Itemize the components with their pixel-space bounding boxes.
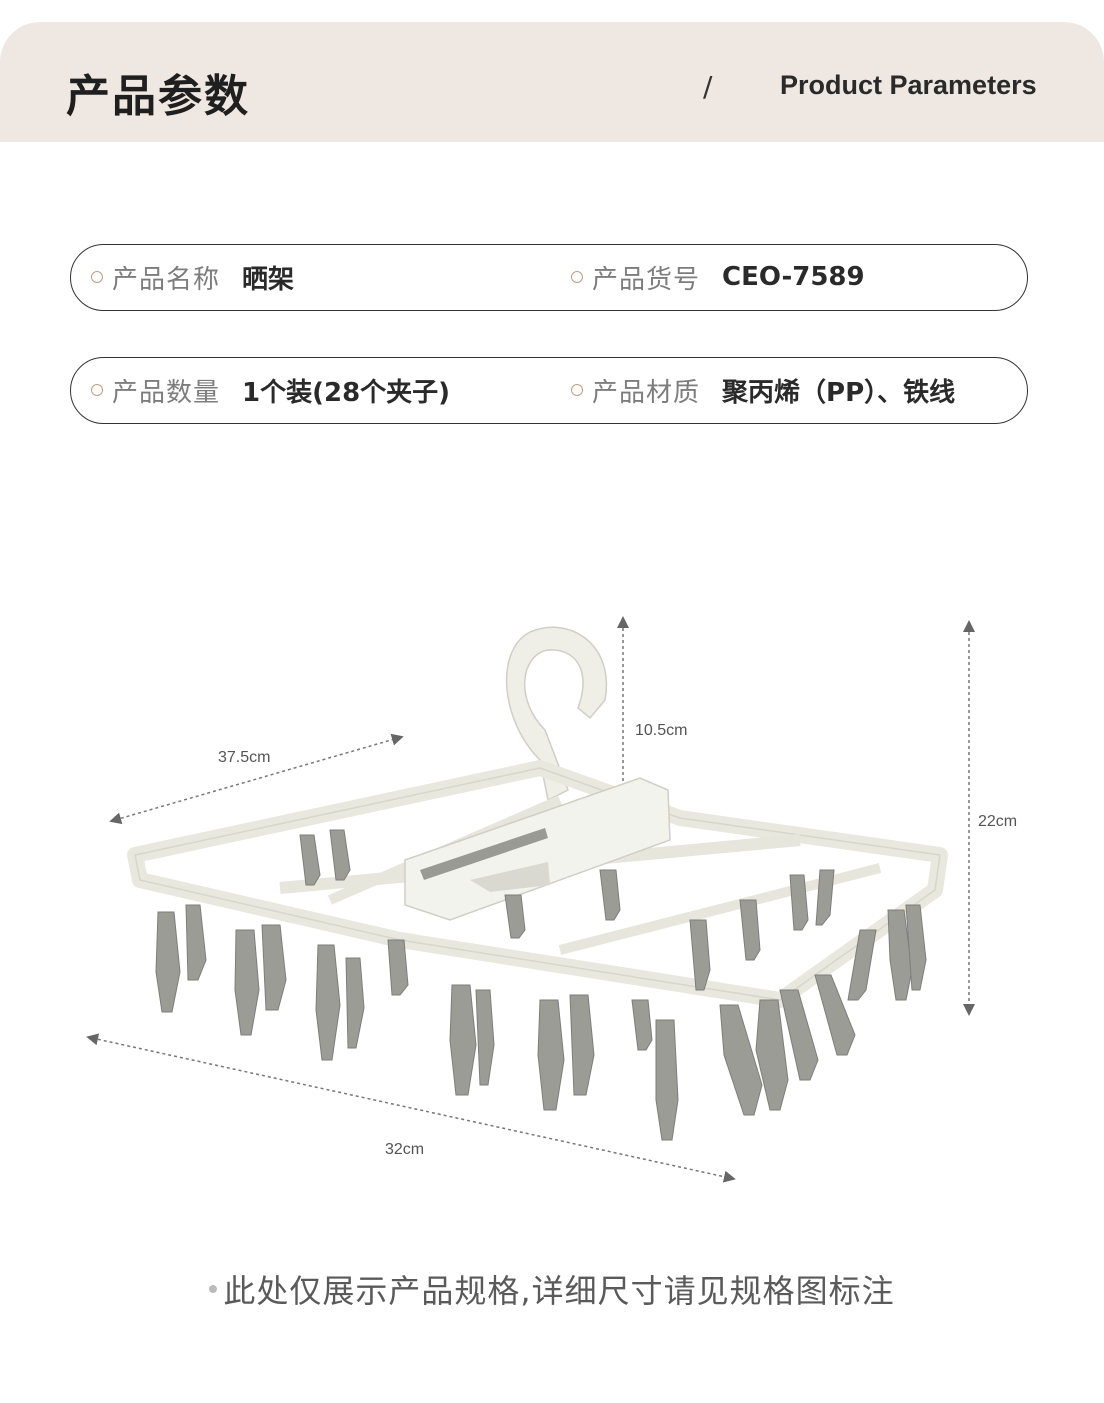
bullet-circle-icon xyxy=(91,271,103,283)
param-value: 1个装(28个夹子) xyxy=(242,377,451,408)
param-quantity: 产品数量 1个装(28个夹子) xyxy=(91,358,450,422)
footnote: 此处仅展示产品规格,详细尺寸请见规格图标注 xyxy=(0,1266,1104,1312)
header-banner: 产品参数 / Product Parameters xyxy=(0,22,1104,142)
param-material: 产品材质 聚丙烯（PP）、铁线 xyxy=(571,358,955,422)
hook-height-label: 10.5cm xyxy=(635,722,687,739)
title-separator: / xyxy=(703,70,713,103)
param-label: 产品名称 xyxy=(112,264,221,295)
param-label: 产品材质 xyxy=(592,377,701,408)
depth-label: 37.5cm xyxy=(218,749,270,766)
page-title: 产品参数 xyxy=(66,71,250,122)
bullet-circle-icon xyxy=(91,384,103,396)
bullet-circle-icon xyxy=(571,271,583,283)
footnote-text: 此处仅展示产品规格,详细尺寸请见规格图标注 xyxy=(223,1272,895,1310)
product-dimension-diagram: 37.5cm 10.5cm 22cm 32cm xyxy=(86,616,1017,1183)
footnote-bullet-icon xyxy=(209,1285,218,1293)
bullet-circle-icon xyxy=(571,384,583,396)
param-label: 产品货号 xyxy=(592,264,701,295)
total-height-label: 22cm xyxy=(978,813,1017,830)
clips-illustration xyxy=(155,829,927,1141)
param-row-1: 产品名称 晒架 产品货号 CEO-7589 xyxy=(70,244,1028,311)
width-label: 32cm xyxy=(385,1141,424,1158)
param-code: 产品货号 CEO-7589 xyxy=(571,245,865,309)
param-value: CEO-7589 xyxy=(722,262,865,292)
param-value: 聚丙烯（PP）、铁线 xyxy=(722,377,956,408)
param-value: 晒架 xyxy=(242,264,295,295)
page-title-english: Product Parameters xyxy=(780,70,1037,100)
param-label: 产品数量 xyxy=(112,377,221,408)
param-row-2: 产品数量 1个装(28个夹子) 产品材质 聚丙烯（PP）、铁线 xyxy=(70,357,1028,424)
param-name: 产品名称 晒架 xyxy=(91,245,294,309)
hanger-illustration xyxy=(127,626,948,1008)
depth-dimension-line xyxy=(109,733,404,825)
width-dimension-line xyxy=(86,1033,736,1183)
